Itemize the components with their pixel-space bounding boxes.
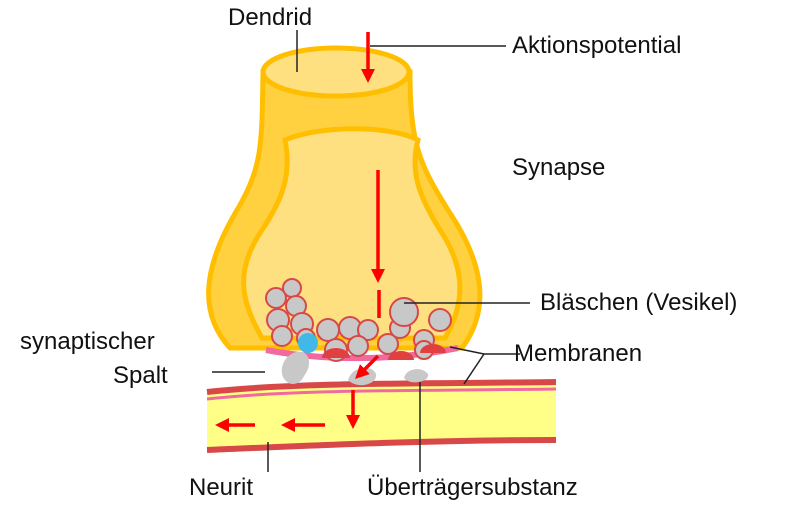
vesicle-6 [271,325,293,347]
vesicle-2 [265,287,287,309]
label-aktionspotential: Aktionspotential [512,32,682,59]
vesicle-8 [316,318,340,342]
label-synapse: Synapse [512,154,606,181]
label-membranen: Membranen [514,340,643,367]
transmitter-blob-1 [281,351,310,384]
label-spalt: Spalt [113,362,168,389]
label-dendrid: Dendrid [228,4,313,31]
vesicle-10 [357,319,379,341]
leader-membranen-2 [463,353,485,385]
vesicle-12 [377,333,399,355]
vesicle-fusing [298,333,318,353]
label-uebertraegersubstanz: Überträgersubstanz [367,474,578,501]
arrow-release-diagonal [355,354,380,379]
signal-arrows [215,32,385,432]
neurit-band [206,379,557,453]
label-neurit: Neurit [189,474,254,501]
vesicle-14 [389,297,419,327]
label-synaptischer: synaptischer [20,328,155,355]
vesicle-18 [347,335,369,357]
receptor-3 [420,344,446,353]
vesicle-16 [428,308,452,332]
leader-lines [212,30,530,472]
receptor-1 [322,348,350,358]
vesicle-cluster [265,278,452,362]
transmitter-blob-3 [404,369,429,383]
receptor-2 [388,351,414,360]
label-blaeschen: Bläschen (Vesikel) [540,289,738,316]
